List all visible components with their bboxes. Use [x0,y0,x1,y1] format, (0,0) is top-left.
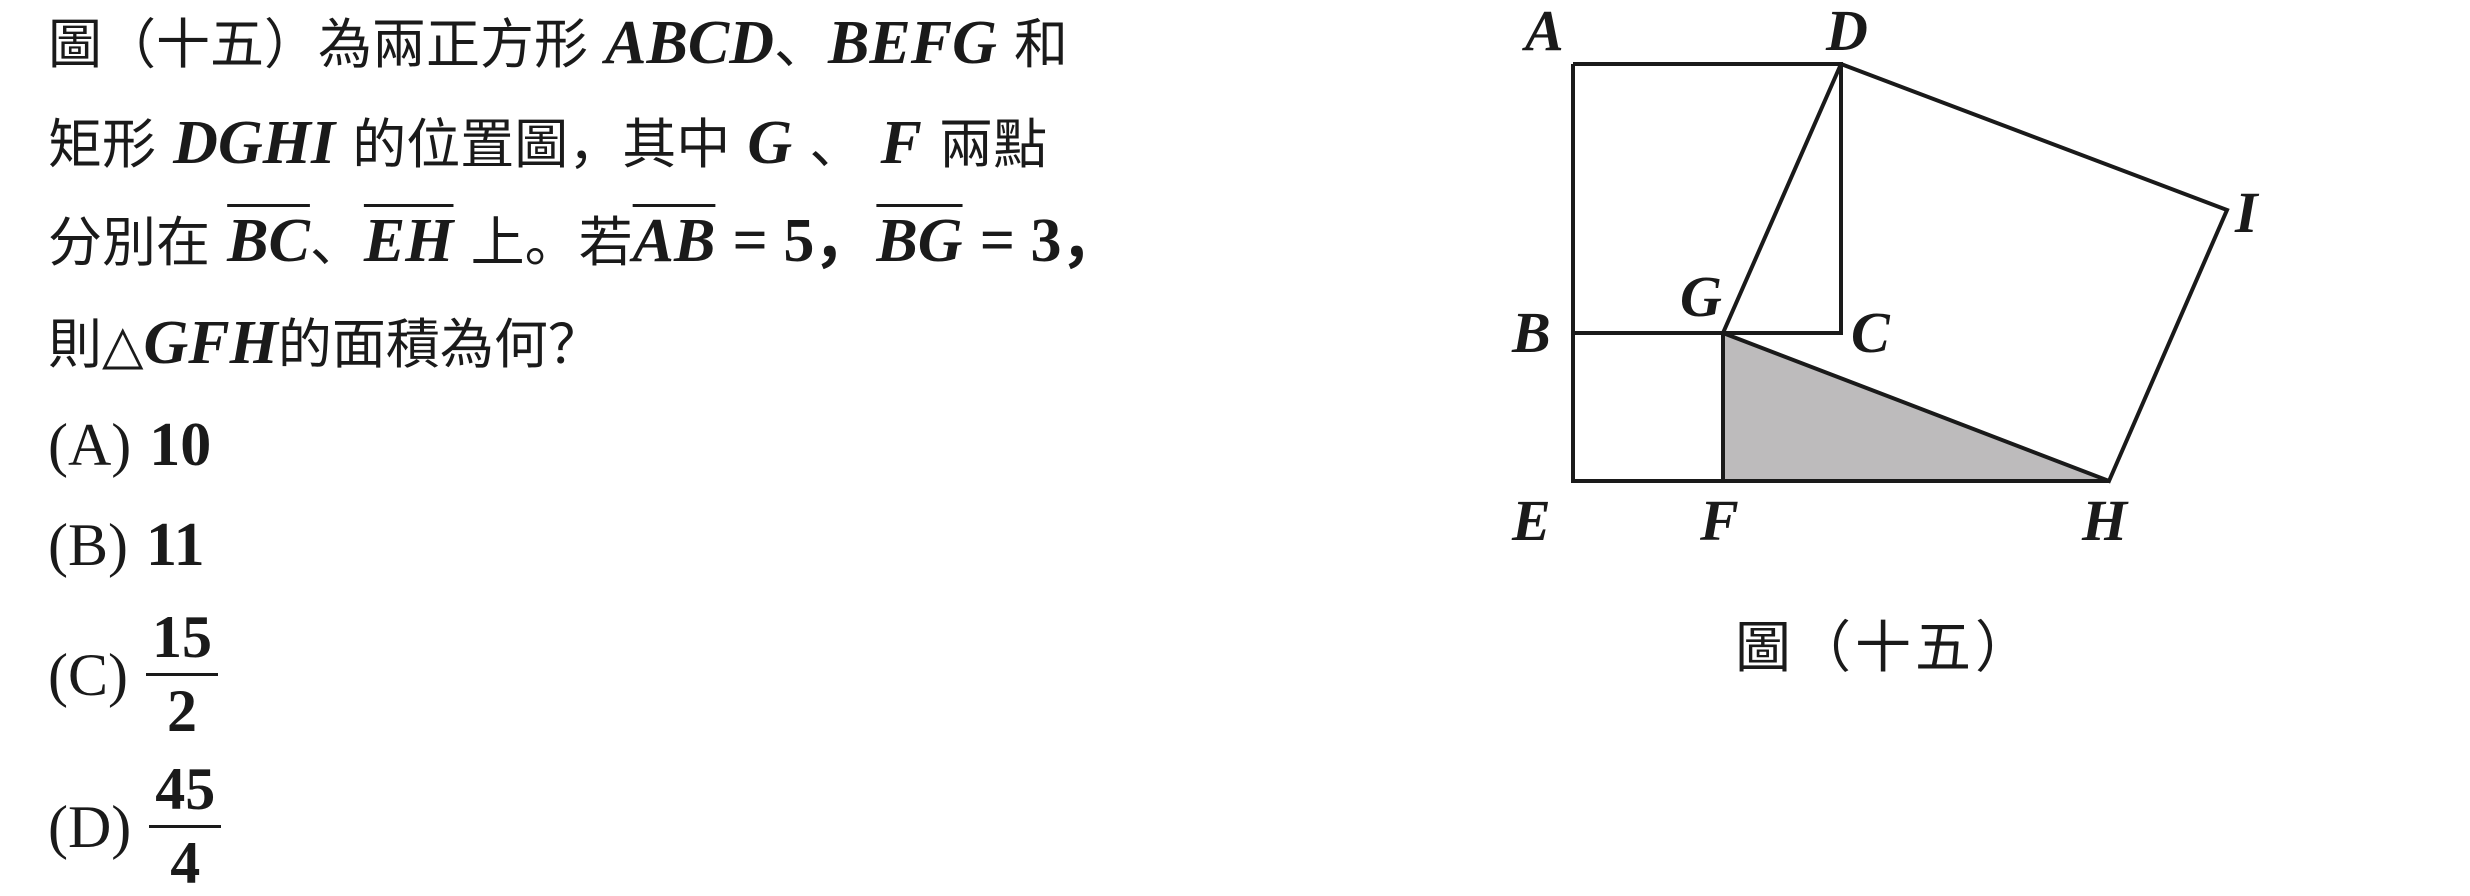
option-label: (C) [48,641,128,708]
triangle-gfh-label: GFH [143,309,278,377]
separator: 、 [809,113,864,176]
question-line-1: 圖（十五）為兩正方形 ABCD、BEFG 和 [48,12,1068,74]
label-b: B [1511,300,1551,365]
option-label: (A) [48,412,132,478]
label-f: F [1699,488,1739,553]
question-text: 兩點 [939,113,1048,176]
segment-bc: BC [227,207,310,275]
point-g-label: G [747,109,793,177]
denominator: 2 [166,678,197,744]
square-abcd [1571,62,1843,335]
option-value: 10 [149,411,212,479]
question-text: 上。若 [470,211,633,274]
question-text: 的面積為何？ [277,313,602,376]
square-befg-label: BEFG [828,9,997,77]
separator: 、 [309,211,364,274]
question-line-2: 矩形 DGHI 的位置圖，其中 G 、 F 兩點 [48,112,1047,174]
question-text: 的位置圖，其中 [352,113,731,176]
label-e: E [1511,488,1551,553]
question-text: 則△ [48,313,144,376]
square-abcd-label: ABCD [605,9,775,77]
segment-ab: AB [632,207,716,275]
option-label: (D) [48,793,132,860]
label-g: G [1680,264,1722,329]
option-label: (B) [48,512,128,578]
label-c: C [1851,300,1891,365]
ab-value: = 5， [732,207,877,275]
rectangle-dghi-label: DGHI [173,109,336,177]
rectangle-dghi [1720,62,2230,484]
question-line-4: 則△GFH的面積為何？ [48,312,602,374]
question-text: 和 [1014,13,1069,76]
label-i: I [2234,180,2260,245]
option-b[interactable]: (B) 11 [48,514,205,576]
label-h: H [2081,488,2129,553]
question-text: 分別在 [48,211,210,274]
square-befg [1571,333,1725,483]
segment-bg: BG [876,207,963,275]
numerator: 45 [149,758,222,828]
option-a[interactable]: (A) 10 [48,414,211,476]
figure-caption: 圖（十五） [1735,616,2035,681]
option-c[interactable]: (C) 15 2 [48,606,218,743]
label-d: D [1825,0,1868,63]
bg-value: = 3， [979,207,1124,275]
fraction: 15 2 [145,606,218,744]
question-line-3: 分別在 BC、EH 上。若AB = 5，BG = 3， [48,210,1124,272]
segment-eh: EH [363,207,454,275]
separator: 、 [774,13,829,76]
point-f-label: F [880,109,922,177]
option-value: 11 [145,511,205,579]
question-text: 圖（十五）為兩正方形 [48,13,588,76]
question-text: 矩形 [48,113,156,176]
numerator: 15 [145,606,218,676]
label-a: A [1522,0,1564,63]
